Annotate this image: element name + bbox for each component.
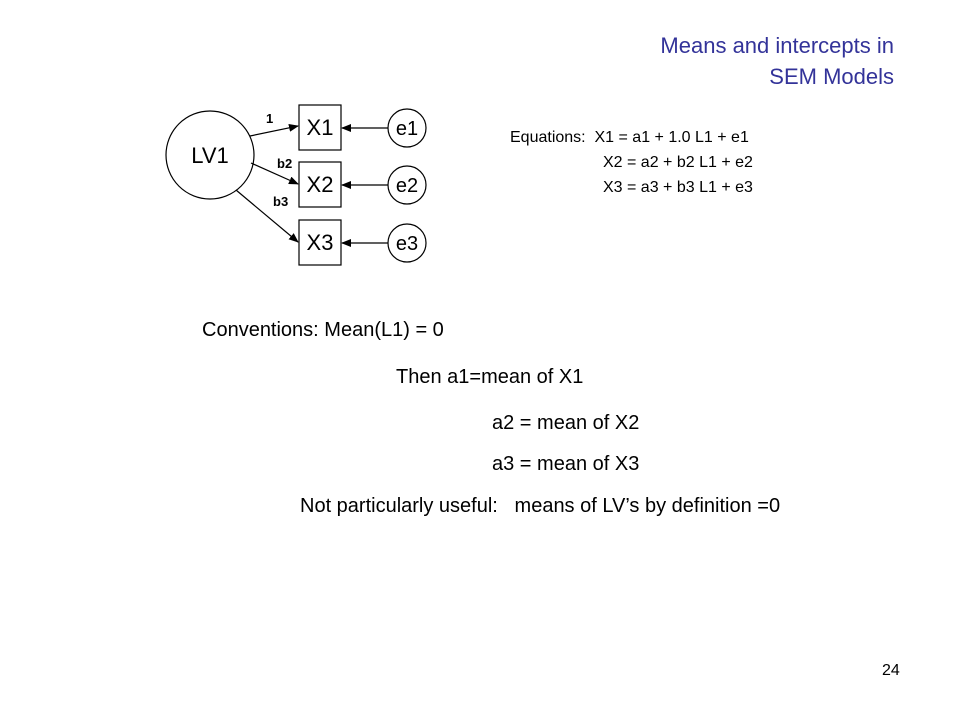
equation-line-3: X3 = a3 + b3 L1 + e3 [603,179,753,196]
error-node-e2-label: e2 [396,175,418,197]
observed-box-x1-label: X1 [307,115,334,140]
loading-arrow-x3 [235,189,299,243]
error-node-e1-label: e1 [396,118,418,140]
slide-title-line-1: Means and intercepts in [660,33,894,58]
loading-arrow-x1 [249,123,299,137]
path-label-b2: b2 [277,156,292,171]
path-label-b3: b3 [273,194,288,209]
slide-title: Means and intercepts in SEM Models [494,30,894,92]
observed-box-x2-label: X2 [307,172,334,197]
conventions-line-1: Conventions: Mean(L1) = 0 [202,319,444,341]
path-diagram: LV1 X1 X2 X3 e1 e2 e3 1 b2 b3 [165,104,427,266]
observed-box-x3 [298,219,342,266]
conventions-line-5: Not particularly useful: means of LV’s b… [300,495,781,517]
observed-box-x3-label: X3 [307,230,334,255]
latent-node-label: LV1 [191,143,229,168]
conventions-line-2: Then a1=mean of X1 [396,366,584,388]
equation-line-2: X2 = a2 + b2 L1 + e2 [603,154,753,171]
conventions-line-3: a2 = mean of X2 [492,412,640,434]
conventions-line-4: a3 = mean of X3 [492,453,640,475]
page-number: 24 [882,662,900,679]
loading-arrow-x2 [250,162,299,185]
equation-line-1: Equations: X1 = a1 + 1.0 L1 + e1 [510,129,749,146]
path-label-1: 1 [266,111,273,126]
latent-node [165,110,255,200]
slide-title-line-2: SEM Models [769,64,894,89]
observed-box-x2 [298,161,342,208]
error-node-e3-label: e3 [396,233,418,255]
